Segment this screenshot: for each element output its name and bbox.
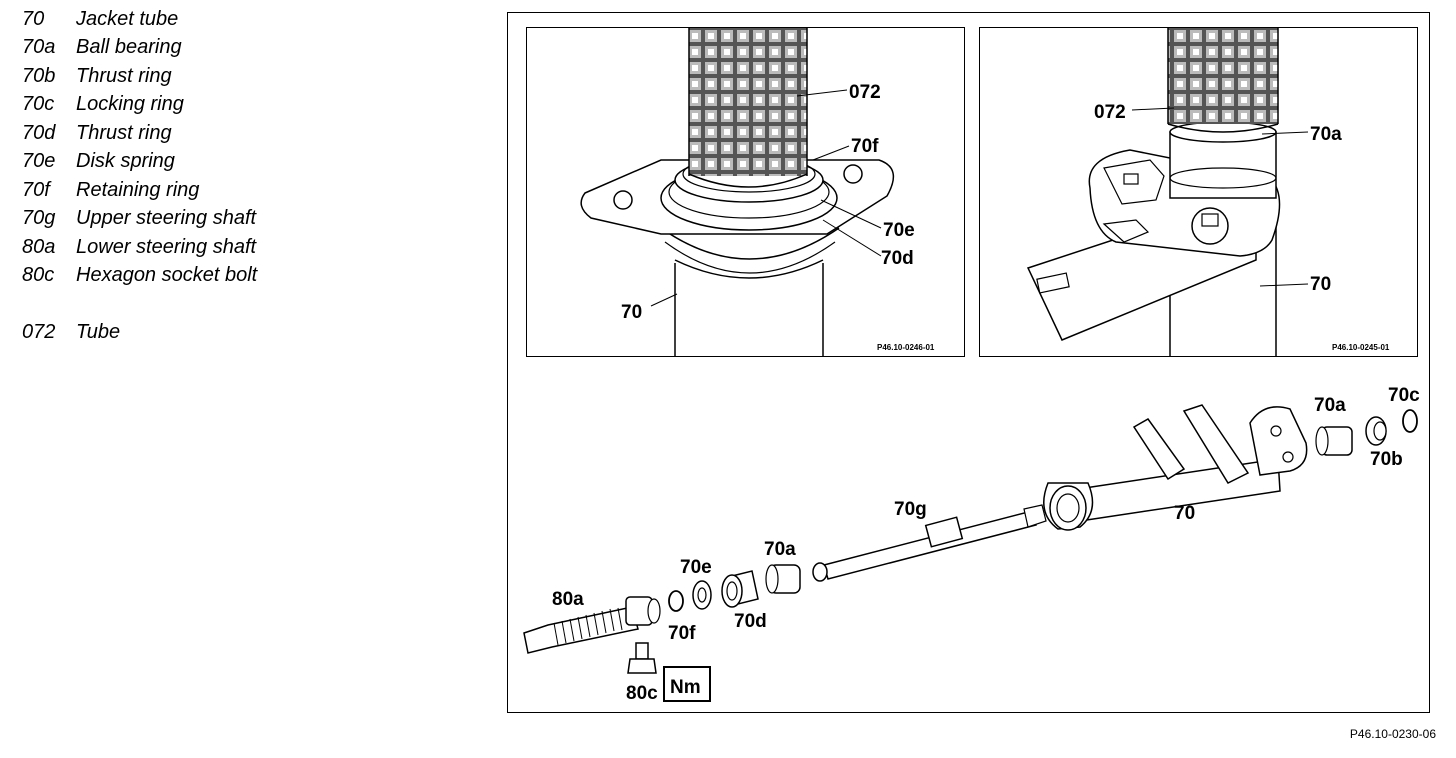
inset-left-code: P46.10-0246-01 [877, 343, 935, 352]
legend-description: Tube [76, 321, 121, 343]
inset-right-code: P46.10-0245-01 [1332, 343, 1390, 352]
main-label-70d: 70d [734, 611, 767, 632]
legend-code: 70c [22, 93, 55, 115]
main-label-70f: 70f [668, 623, 696, 644]
main-label-70c: 70c [1388, 385, 1420, 406]
main-label-70a-right: 70a [1314, 395, 1346, 416]
legend-code: 80a [22, 236, 56, 258]
main-label-nm: Nm [670, 677, 701, 698]
legend-description: Ball bearing [76, 36, 182, 58]
inset-left-label-70f: 70f [851, 136, 879, 157]
legend-description: Disk spring [76, 150, 175, 172]
main-exploded-view: 70c 70a 70b 70 70g 70a 70e 80a 70f 70d 8… [523, 385, 1420, 704]
inset-right-drawing: 072 70a 70 P46.10-0245-01 [1026, 28, 1390, 356]
legend-code: 80c [22, 264, 55, 286]
legend-code: 70 [22, 8, 45, 30]
inset-left-retaining-ring: 072 70f 70e 70d 70 P46.10-0246-01 [526, 27, 965, 357]
main-label-70g: 70g [894, 499, 927, 520]
legend-code: 70a [22, 36, 56, 58]
legend-description: Lower steering shaft [76, 236, 257, 258]
inset-left-drawing: 072 70f 70e 70d 70 P46.10-0246-01 [580, 28, 935, 356]
torque-nm-box [663, 666, 711, 702]
main-label-70b: 70b [1370, 449, 1403, 470]
inset-right-label-70a: 70a [1310, 124, 1342, 145]
inset-left-label-072: 072 [849, 82, 881, 103]
legend-code: 70f [22, 179, 50, 201]
main-label-80a: 80a [552, 589, 584, 610]
legend-description: Jacket tube [76, 8, 179, 30]
main-label-80c: 80c [626, 683, 658, 704]
inset-right-label-70: 70 [1310, 274, 1331, 295]
main-label-70e: 70e [680, 557, 712, 578]
legend-description: Locking ring [76, 93, 184, 115]
legend-description: Thrust ring [76, 65, 172, 87]
legend-code: 072 [22, 321, 56, 343]
inset-left-label-70e: 70e [883, 220, 915, 241]
legend-description: Upper steering shaft [76, 207, 257, 229]
legend-code: 70g [22, 207, 56, 229]
legend-code: 70d [22, 122, 56, 144]
legend-description: Hexagon socket bolt [76, 264, 258, 286]
main-label-70: 70 [1174, 503, 1195, 524]
figure-id: P46.10-0230-06 [1349, 727, 1436, 741]
legend-description: Retaining ring [76, 179, 200, 201]
inset-right-ball-bearing: 072 70a 70 P46.10-0245-01 [979, 27, 1418, 357]
legend-code: 70b [22, 65, 56, 87]
main-label-70a-left: 70a [764, 539, 796, 560]
legend-description: Thrust ring [76, 122, 172, 144]
inset-right-label-072: 072 [1094, 102, 1126, 123]
inset-left-label-70: 70 [621, 302, 642, 323]
legend-code: 70e [22, 150, 56, 172]
inset-left-label-70d: 70d [881, 248, 914, 269]
exploded-diagram: 072 70f 70e 70d 70 P46.10-0246-01 [507, 12, 1430, 713]
